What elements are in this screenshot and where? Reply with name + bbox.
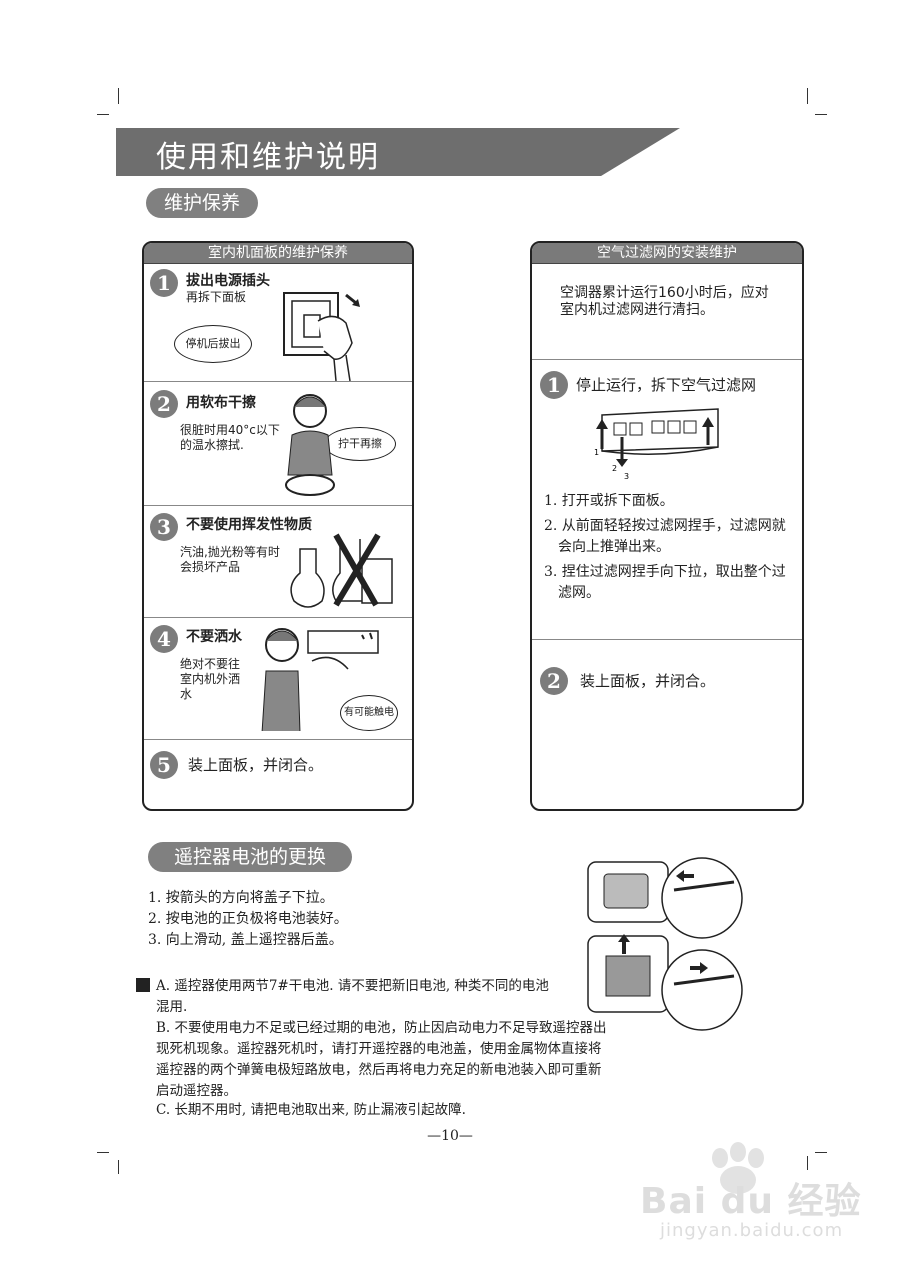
page-number: —10— (427, 1128, 473, 1144)
step-sub: 很脏时用40°c以下的温水擦拭. (180, 423, 280, 452)
step-sub: 绝对不要往室内机外洒水 (180, 657, 241, 701)
step-number: 4 (150, 625, 178, 653)
list-item: 2. 按电池的正负极将电池装好。 (148, 911, 348, 927)
step-sub: 汽油,抛光粉等有时会损坏产品 (180, 545, 280, 574)
speech-bubble: 有可能触电 (340, 695, 398, 731)
step-sub: 再拆下面板 (186, 290, 247, 304)
paw-icon (712, 1142, 764, 1194)
crop-mark (815, 114, 827, 115)
speech-bubble: 停机后拔出 (174, 325, 252, 363)
filter-removal-illustration: 1 2 3 (594, 408, 719, 481)
spraying-water-illustration (261, 628, 379, 731)
filter-intro: 空调器累计运行160小时后，应对室内机过滤网进行清扫。 (560, 285, 769, 318)
step-title: 用软布干擦 (186, 395, 256, 411)
step-number: 1 (540, 371, 568, 399)
filter-step-list: 1. 打开或拆下面板。 2. 从前面轻轻按过滤网捏手，过滤网就会向上推弹出来。 … (544, 491, 794, 604)
section-title-maintenance: 维护保养 (146, 188, 259, 218)
diagram-label: 1 (594, 448, 599, 457)
indoor-panel-maintenance-box: 室内机面板的维护保养 1 拔出电源插头 再拆下面板 停机后拔出 2 用软布干擦 … (142, 241, 414, 811)
step-title: 不要使用挥发性物质 (186, 517, 312, 533)
panel-title: 空气过滤网的安装维护 (532, 243, 802, 264)
air-filter-maintenance-box: 空气过滤网的安装维护 空调器累计运行160小时后，应对室内机过滤网进行清扫。 1… (530, 241, 804, 811)
section-title-battery: 遥控器电池的更换 (148, 842, 353, 872)
crop-mark (118, 88, 119, 104)
step-title: 拔出电源插头 (186, 273, 270, 289)
list-item: 3. 向上滑动, 盖上遥控器后盖。 (148, 932, 343, 948)
chemicals-prohibited-illustration (290, 533, 393, 608)
battery-note-b: B. 不要使用电力不足或已经过期的电池，防止因启动电力不足导致遥控器出现死机现象… (156, 1020, 607, 1099)
diagram-label: 2 (612, 464, 617, 473)
battery-step-list: 1. 按箭头的方向将盖子下拉。 2. 按电池的正负极将电池装好。 3. 向上滑动… (148, 888, 348, 951)
battery-note-c: C. 长期不用时, 请把电池取出来, 防止漏液引起故障. (156, 1102, 466, 1118)
watermark-brand: Bai du 经验 (640, 1181, 862, 1222)
step-number: 2 (150, 390, 178, 418)
crop-mark (97, 114, 109, 115)
crop-mark (97, 1152, 109, 1153)
list-item: 2. 从前面轻轻按过滤网捏手，过滤网就会向上推弹出来。 (544, 518, 786, 555)
step-title: 装上面板，并闭合。 (580, 672, 716, 690)
step-number: 3 (150, 513, 178, 541)
battery-replacement-illustration (587, 857, 743, 1031)
list-item: 3. 捏住过滤网捏手向下拉，取出整个过滤网。 (544, 564, 786, 601)
crop-mark (807, 88, 808, 104)
panel-title: 室内机面板的维护保养 (144, 243, 412, 264)
title-banner (116, 128, 680, 176)
watermark-url: jingyan.baidu.com (660, 1220, 844, 1241)
note-icon (136, 978, 150, 992)
step-title: 停止运行，拆下空气过滤网 (576, 376, 757, 394)
page-title: 使用和维护说明 (156, 140, 380, 175)
step-title: 装上面板，并闭合。 (188, 756, 324, 774)
step-number: 1 (150, 269, 178, 297)
battery-note-a: A. 遥控器使用两节7#干电池. 请不要把新旧电池, 种类不同的电池混用. (156, 978, 549, 1015)
crop-mark (807, 1156, 808, 1170)
woman-wiping-illustration (285, 394, 335, 496)
speech-bubble: 拧干再擦 (324, 427, 396, 461)
unplug-illustration (283, 292, 360, 381)
step-number: 5 (150, 751, 178, 779)
list-item: 1. 打开或拆下面板。 (544, 493, 674, 509)
crop-mark (815, 1152, 827, 1153)
diagram-label: 3 (624, 472, 629, 481)
list-item: 1. 按箭头的方向将盖子下拉。 (148, 890, 334, 906)
step-number: 2 (540, 667, 568, 695)
crop-mark (118, 1160, 119, 1174)
step-title: 不要洒水 (186, 629, 242, 645)
